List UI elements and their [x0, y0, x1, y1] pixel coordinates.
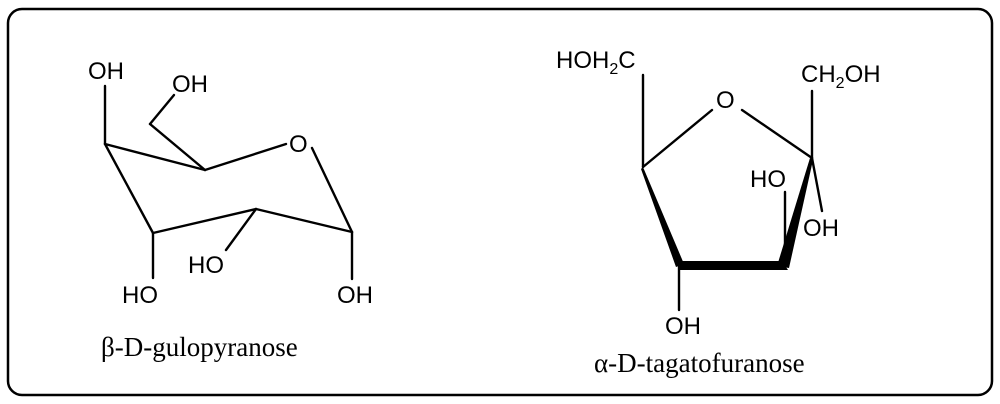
c3-hydroxyl-label: HO — [122, 282, 158, 309]
c4-hydroxyl-label: OH — [88, 58, 124, 85]
c2-hydroxyl-label: OH — [803, 215, 839, 242]
ring-oxygen-label: O — [716, 87, 735, 114]
bond-c5-ringO — [641, 108, 714, 169]
bond-c2-oh — [810, 156, 824, 213]
ring-oxygen-label: O — [289, 131, 308, 158]
bold-bond-c4-c3 — [676, 261, 788, 270]
gulopyranose-caption: β-D-gulopyranose — [101, 332, 298, 362]
bond-c5-c6 — [148, 122, 207, 172]
hoh2c-label: HOH2C — [556, 47, 636, 78]
bond-c6-oh — [148, 93, 176, 126]
bond-c5-ringO — [203, 142, 288, 172]
wedge-c5-c4 — [641, 167, 684, 267]
bond-c2-c3 — [151, 207, 258, 235]
bond-ringO-c1 — [310, 146, 354, 234]
bond-c2-oh — [224, 207, 258, 252]
bond-c4-c5 — [103, 142, 207, 172]
c4-hydroxyl-label: OH — [665, 313, 701, 340]
c1-hydroxyl-label: OH — [337, 282, 373, 309]
tagatofuranose-structure: HOH2C O CH2OH HO OH OH α-D-tagatofuranos… — [556, 47, 881, 378]
bond-ringO-c2 — [740, 108, 814, 160]
gulopyranose-structure: OH OH O HO HO OH β-D-gulopyranose — [88, 58, 373, 362]
figure-frame — [6, 7, 994, 397]
c6-hydroxyl-label: OH — [172, 71, 208, 98]
c3-hydroxyl-label: HO — [750, 166, 786, 193]
bond-c3-c4 — [103, 142, 155, 235]
c2-hydroxyl-label: HO — [188, 252, 224, 279]
tagatofuranose-caption: α-D-tagatofuranose — [594, 348, 805, 378]
ch2oh-label: CH2OH — [801, 61, 881, 92]
bond-c1-c2 — [254, 207, 354, 234]
